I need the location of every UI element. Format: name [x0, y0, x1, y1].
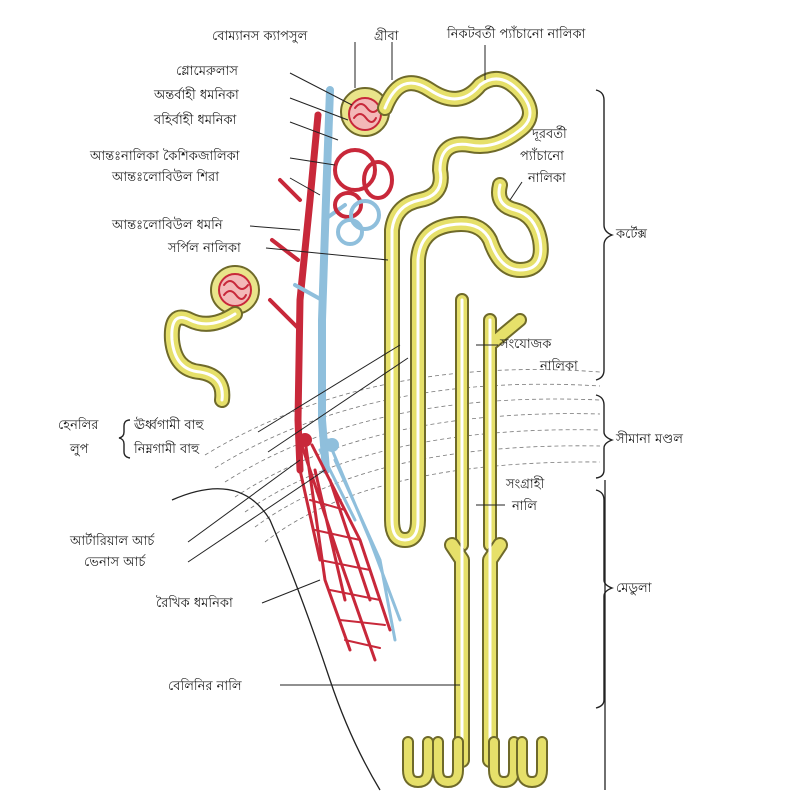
- label-connecting-tubule-line2: নালিকা: [539, 358, 578, 374]
- peritubular-capillary-network: [333, 148, 394, 246]
- label-connecting-tubule-line1: সংযোজক: [499, 337, 552, 352]
- label-efferent-arteriole: বহির্বাহী ধমনিকা: [153, 112, 237, 128]
- vasa-recta-bundle: [298, 433, 402, 662]
- bellini-duct-ends: [402, 736, 548, 788]
- label-interlobular-artery: আন্তঃলোবিউল ধমনি: [111, 217, 223, 233]
- label-ascending-limb: ঊর্ধ্বগামী বাহু: [133, 417, 204, 433]
- nephron-tubule-lower: [163, 306, 243, 408]
- label-proximal-convoluted-tubule: নিকটবর্তী প্যাঁচানো নালিকা: [446, 26, 586, 42]
- label-spiral-tubule: সর্পিল নালিকা: [167, 240, 241, 256]
- medulla-outline: [171, 480, 606, 791]
- label-descending-limb: নিম্নগামী বাহু: [133, 441, 200, 457]
- label-neck: গ্রীবা: [374, 28, 399, 44]
- label-peritubular-capillaries: আন্তঃনালিকা কৈশিকজালিকা: [89, 148, 240, 164]
- label-venous-arch: ভেনাস আর্চ: [84, 554, 146, 570]
- nephron-tubule-upper: [377, 70, 549, 548]
- collecting-duct: [444, 293, 527, 768]
- henle-loop-brace: [118, 419, 131, 459]
- label-arterial-arch: আর্টারিয়াল আর্চ: [69, 533, 155, 549]
- label-henle-loop-line2: লুপ: [69, 442, 89, 457]
- label-cortex: কর্টেক্স: [615, 226, 647, 242]
- label-glomerulus: গ্লোমেরুলাস: [176, 64, 238, 79]
- boundary-zone-bracket: [595, 394, 614, 479]
- label-vasa-recta: রৈখিক ধমনিকা: [156, 595, 233, 611]
- label-henle-loop-line1: হেনলির: [58, 417, 99, 433]
- label-collecting-tubule-line1: সংগ্রাহী: [505, 476, 545, 492]
- cortex-bracket: [595, 89, 614, 381]
- label-bellini-duct: বেলিনির নালি: [168, 678, 242, 694]
- label-collecting-tubule-line2: নালি: [511, 498, 537, 514]
- label-boundary-zone: সীমানা মণ্ডল: [615, 431, 683, 447]
- medulla-bracket: [595, 489, 614, 709]
- label-interlobular-vein: আন্তঃলোবিউল শিরা: [111, 169, 219, 185]
- label-distal-tubule-line1: দূরবর্তী: [531, 126, 567, 142]
- label-distal-tubule-line3: নালিকা: [527, 170, 566, 186]
- label-medulla: মেডুলা: [616, 581, 652, 596]
- label-distal-tubule-line2: প্যাঁচানো: [520, 148, 564, 164]
- label-afferent-arteriole: অন্তর্বাহী ধমনিকা: [153, 87, 239, 103]
- glomerulus-lower: [210, 265, 260, 315]
- leader-lines: [187, 42, 523, 686]
- label-bowmans-capsule: বোম্যানস ক্যাপসুল: [212, 29, 308, 44]
- boundary-zone-band: [204, 369, 601, 543]
